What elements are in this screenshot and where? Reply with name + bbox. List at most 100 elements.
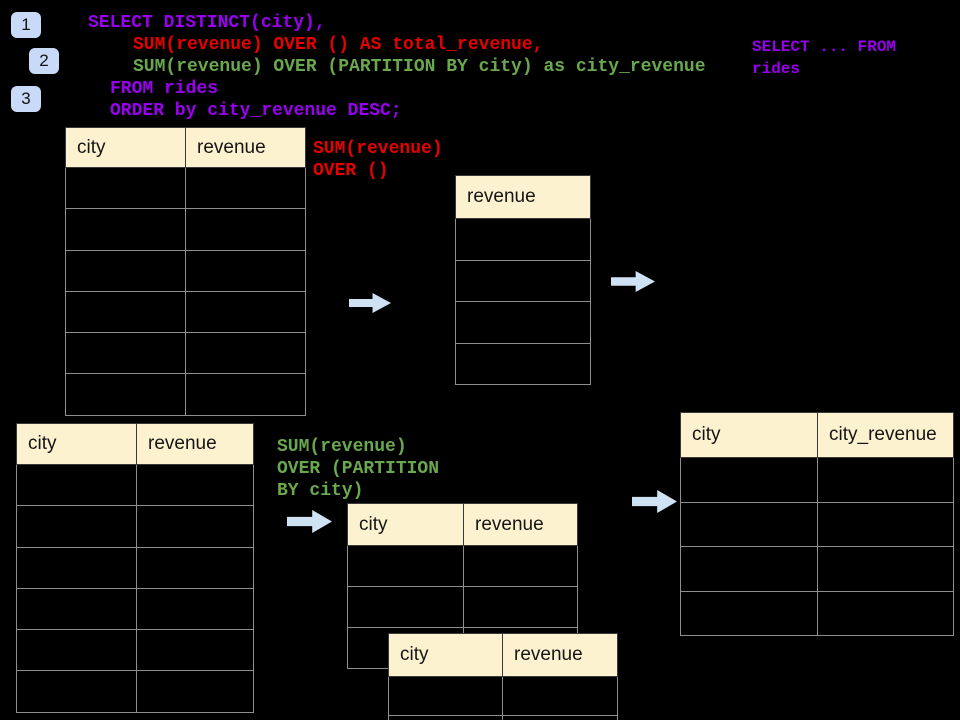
column-header-city-revenue: city_revenue [817, 412, 954, 458]
column-header-city: city [16, 423, 137, 465]
table-source-partition: city revenue [16, 423, 254, 713]
empty-cell [455, 301, 591, 344]
table-row [680, 546, 954, 592]
empty-cell [388, 715, 503, 720]
empty-cell [388, 676, 503, 716]
step-badge-2: 2 [29, 48, 59, 74]
empty-cell [185, 208, 306, 251]
table-row [65, 373, 306, 416]
total-revenue-label-line-2: OVER () [313, 161, 389, 181]
partition-label-line-1: SUM(revenue) [277, 437, 407, 457]
empty-cell [680, 501, 818, 547]
empty-cell [680, 546, 818, 592]
table-row [455, 301, 591, 344]
flow-arrow-partition [287, 510, 332, 533]
empty-cell [65, 208, 186, 251]
side-note-line-1: SELECT ... FROM [752, 38, 897, 56]
empty-cell [455, 259, 591, 302]
empty-cell [185, 373, 306, 416]
table-row [65, 290, 306, 334]
empty-cell [65, 373, 186, 416]
empty-cell [347, 545, 464, 587]
empty-cell [455, 218, 591, 261]
empty-cell [680, 590, 818, 636]
empty-cell [65, 332, 186, 375]
empty-cell [463, 545, 578, 587]
flow-arrow-total [349, 293, 391, 313]
column-header-revenue: revenue [136, 423, 254, 465]
empty-cell [817, 546, 954, 592]
empty-cell [16, 670, 137, 713]
sql-line-order: ORDER by city_revenue DESC; [110, 101, 402, 121]
column-header-city: city [347, 503, 464, 546]
empty-cell [502, 715, 618, 720]
flow-arrow-total-out [611, 271, 655, 292]
total-revenue-label-line-1: SUM(revenue) [313, 139, 443, 159]
table-row [388, 676, 618, 716]
table-row [388, 715, 618, 720]
empty-cell [347, 586, 464, 628]
empty-cell [65, 290, 186, 334]
column-header-revenue: revenue [185, 127, 306, 168]
column-header-city: city [65, 127, 186, 168]
table-row [16, 546, 254, 589]
empty-cell [455, 342, 591, 385]
empty-cell [136, 505, 254, 548]
empty-cell [136, 629, 254, 672]
table-row [347, 586, 578, 628]
empty-cell [136, 587, 254, 631]
table-total-result: revenue [455, 175, 591, 385]
empty-cell [463, 586, 578, 628]
table-row [455, 218, 591, 261]
table-source-full: city revenue [65, 127, 306, 416]
step-badge-3: 3 [11, 86, 41, 112]
empty-cell [136, 546, 254, 589]
empty-cell [817, 501, 954, 547]
table-row [680, 501, 954, 547]
table-final-result: city city_revenue [680, 412, 954, 636]
table-row [455, 342, 591, 385]
column-header-revenue: revenue [455, 175, 591, 219]
empty-cell [185, 332, 306, 375]
table-row [16, 505, 254, 548]
empty-cell [16, 463, 137, 507]
empty-cell [136, 670, 254, 713]
table-row [65, 208, 306, 251]
empty-cell [817, 457, 954, 503]
column-header-city: city [388, 633, 503, 677]
column-header-revenue: revenue [502, 633, 618, 677]
table-row [680, 457, 954, 503]
partition-label-line-2: OVER (PARTITION [277, 459, 440, 479]
side-note-line-2: rides [752, 60, 801, 78]
table-row [16, 629, 254, 672]
column-header-city: city [680, 412, 818, 458]
empty-cell [817, 590, 954, 636]
table-row [65, 166, 306, 210]
flow-arrow-final [632, 490, 677, 513]
table-row [65, 249, 306, 292]
empty-cell [185, 249, 306, 292]
empty-cell [136, 463, 254, 507]
empty-cell [502, 676, 618, 716]
empty-cell [65, 166, 186, 210]
empty-cell [16, 587, 137, 631]
partition-label-line-3: BY city) [277, 481, 364, 501]
empty-cell [680, 457, 818, 503]
table-row [680, 590, 954, 636]
table-row [347, 545, 578, 587]
sql-line-select: SELECT DISTINCT(city), [88, 13, 326, 33]
table-row [16, 587, 254, 631]
empty-cell [16, 629, 137, 672]
table-row [16, 463, 254, 507]
empty-cell [16, 546, 137, 589]
empty-cell [185, 290, 306, 334]
empty-cell [65, 249, 186, 292]
column-header-revenue: revenue [463, 503, 578, 546]
table-partition-group-b: city revenue [388, 633, 618, 720]
sql-line-total: SUM(revenue) OVER () AS total_revenue, [133, 35, 544, 55]
empty-cell [16, 505, 137, 548]
sql-line-from: FROM rides [110, 79, 219, 99]
sql-line-partition: SUM(revenue) OVER (PARTITION BY city) as… [133, 57, 706, 77]
table-row [65, 332, 306, 375]
